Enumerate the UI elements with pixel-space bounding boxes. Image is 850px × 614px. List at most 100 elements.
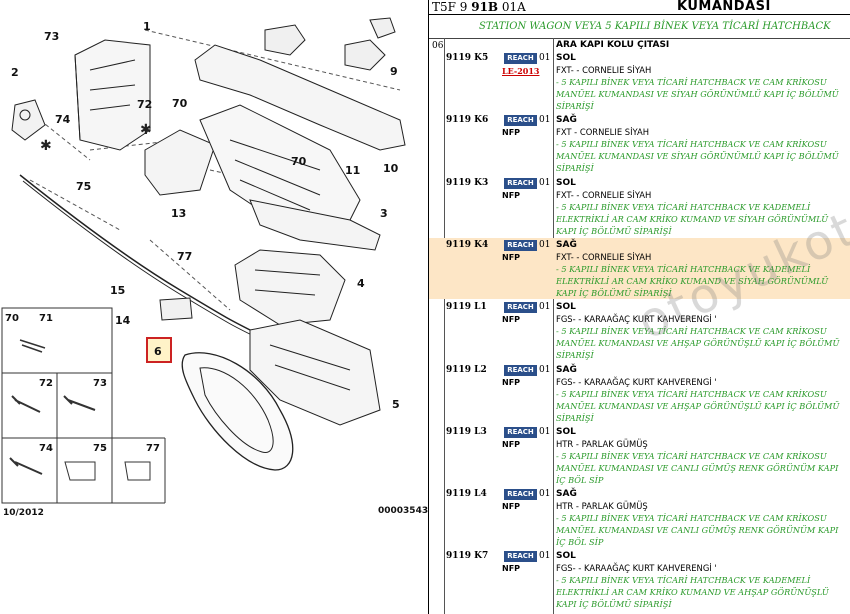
diagram-label: 70 bbox=[291, 155, 307, 168]
part-quantity: 01 bbox=[539, 239, 551, 250]
part-quantity: 01 bbox=[539, 177, 551, 188]
part-detail: - 5 KAPILI BİNEK VEYA TİCARİ HATCHBACK V… bbox=[556, 388, 840, 423]
diagram-label: 3 bbox=[380, 207, 388, 220]
reach-badge: REACH bbox=[504, 364, 537, 376]
reach-badge: REACH bbox=[504, 115, 537, 127]
part-code[interactable]: 9119 L4 bbox=[446, 489, 487, 500]
group-title: ARA KAPI KOLU ÇITASI bbox=[556, 40, 670, 50]
column-line bbox=[444, 38, 445, 614]
part-code[interactable]: 9119 K5 bbox=[446, 53, 489, 63]
reach-badge: REACH bbox=[504, 177, 537, 189]
part-note: NFP bbox=[502, 315, 521, 325]
part-note: NFP bbox=[502, 564, 521, 574]
part-description: FXT- - CORNELIE SİYAH bbox=[556, 189, 652, 200]
parts-diagram: ✱ ✱ 1 73 2 74 72 70 9 10 bbox=[1, 17, 428, 518]
part-side: SOL bbox=[556, 551, 576, 562]
parts-list: T5F 9 91B 01A KUMANDASI STATION WAGON VE… bbox=[429, 0, 850, 614]
reach-badge: REACH bbox=[504, 426, 537, 438]
part-side: SAĞ bbox=[556, 115, 577, 126]
svg-text:✱: ✱ bbox=[140, 122, 152, 138]
part-code[interactable]: 9119 K4 bbox=[446, 239, 489, 250]
part-code[interactable]: 9119 K7 bbox=[446, 551, 489, 562]
part-code[interactable]: 9119 K6 bbox=[446, 115, 489, 126]
diagram-label: 15 bbox=[110, 284, 125, 297]
part-note[interactable]: LE-2013 bbox=[502, 66, 540, 76]
part-side: SOL bbox=[556, 177, 576, 188]
part-side: SAĞ bbox=[556, 489, 577, 500]
part-description: FGS- - KARAAĞAÇ KURT KAHVERENGİ ' bbox=[556, 376, 717, 387]
diagram-label: 11 bbox=[345, 164, 360, 177]
diagram-label: 73 bbox=[44, 30, 59, 43]
part-code[interactable]: 9119 L3 bbox=[446, 426, 487, 437]
part-description: FXT- - CORNELIE SİYAH bbox=[556, 65, 652, 75]
page-title: KUMANDASI bbox=[677, 0, 771, 14]
part-detail: - 5 KAPILI BİNEK VEYA TİCARİ HATCHBACK V… bbox=[556, 77, 839, 111]
part-detail: - 5 KAPILI BİNEK VEYA TİCARİ HATCHBACK V… bbox=[556, 326, 840, 361]
diagram-label: 1 bbox=[143, 20, 151, 33]
part-description: HTR - PARLAK GÜMÜŞ bbox=[556, 438, 648, 449]
part-quantity: 01 bbox=[539, 115, 551, 126]
reach-badge: REACH bbox=[504, 489, 537, 501]
model-subtitle: STATION WAGON VEYA 5 KAPILI BİNEK VEYA T… bbox=[479, 21, 831, 32]
part-code[interactable]: 9119 L1 bbox=[446, 302, 487, 313]
part-detail: - 5 KAPILI BİNEK VEYA TİCARİ HATCHBACK V… bbox=[556, 139, 839, 174]
diagram-label: 77 bbox=[177, 250, 192, 263]
diagram-label: 9 bbox=[390, 65, 398, 78]
part-side: SAĞ bbox=[556, 239, 577, 250]
part-detail: - 5 KAPILI BİNEK VEYA TİCARİ HATCHBACK V… bbox=[556, 263, 829, 298]
part-quantity: 01 bbox=[539, 426, 551, 437]
part-quantity: 01 bbox=[539, 551, 551, 562]
part-code[interactable]: 9119 K3 bbox=[446, 177, 489, 188]
part-quantity: 01 bbox=[539, 489, 551, 500]
diagram-label: 72 bbox=[137, 98, 152, 111]
reach-badge: REACH bbox=[504, 53, 537, 64]
diagram-label: 5 bbox=[392, 398, 400, 411]
hardware-label: 72 bbox=[39, 378, 53, 389]
hardware-label: 71 bbox=[39, 313, 53, 324]
diagram-label: 70 bbox=[172, 97, 188, 110]
part-quantity: 01 bbox=[539, 302, 551, 313]
selected-part-box[interactable] bbox=[146, 337, 172, 363]
hardware-label: 74 bbox=[39, 443, 53, 454]
diagram-date: 10/2012 bbox=[3, 508, 44, 518]
part-description: FGS- - KARAAĞAÇ KURT KAHVERENGİ ' bbox=[556, 563, 717, 574]
part-note: NFP bbox=[502, 439, 521, 449]
diagram-label: 74 bbox=[55, 113, 71, 126]
part-description: FXT- - CORNELIE SİYAH bbox=[556, 251, 652, 262]
diagram-label: 2 bbox=[11, 66, 19, 79]
part-description: FXT - CORNELIE SİYAH bbox=[556, 127, 650, 138]
column-line bbox=[553, 38, 554, 614]
part-detail: - 5 KAPILI BİNEK VEYA TİCARİ HATCHBACK V… bbox=[556, 513, 839, 548]
part-detail: - 5 KAPILI BİNEK VEYA TİCARİ HATCHBACK V… bbox=[556, 575, 829, 610]
part-detail: - 5 KAPILI BİNEK VEYA TİCARİ HATCHBACK V… bbox=[556, 201, 829, 236]
part-side: SOL bbox=[556, 426, 576, 437]
header-divider bbox=[429, 14, 850, 15]
catalog-code: T5F 9 91B 01A bbox=[432, 0, 526, 14]
selected-part-label: 6 bbox=[154, 345, 162, 358]
reach-badge: REACH bbox=[504, 551, 537, 563]
reach-badge: REACH bbox=[504, 239, 537, 251]
hardware-label: 75 bbox=[93, 443, 107, 454]
subtitle-divider bbox=[429, 38, 850, 39]
part-description: HTR - PARLAK GÜMÜŞ bbox=[556, 501, 648, 512]
diagram-label: 4 bbox=[357, 277, 365, 290]
diagram-ref: 00003543 bbox=[378, 506, 428, 516]
part-code[interactable]: 9119 L2 bbox=[446, 364, 487, 375]
part-note: NFP bbox=[502, 252, 521, 262]
svg-text:✱: ✱ bbox=[40, 138, 52, 154]
part-side: SOL bbox=[556, 302, 576, 313]
part-side: SAĞ bbox=[556, 364, 577, 375]
part-quantity: 01 bbox=[539, 53, 551, 63]
reach-badge: REACH bbox=[504, 302, 537, 314]
part-note: NFP bbox=[502, 128, 521, 138]
part-detail: - 5 KAPILI BİNEK VEYA TİCARİ HATCHBACK V… bbox=[556, 450, 839, 485]
